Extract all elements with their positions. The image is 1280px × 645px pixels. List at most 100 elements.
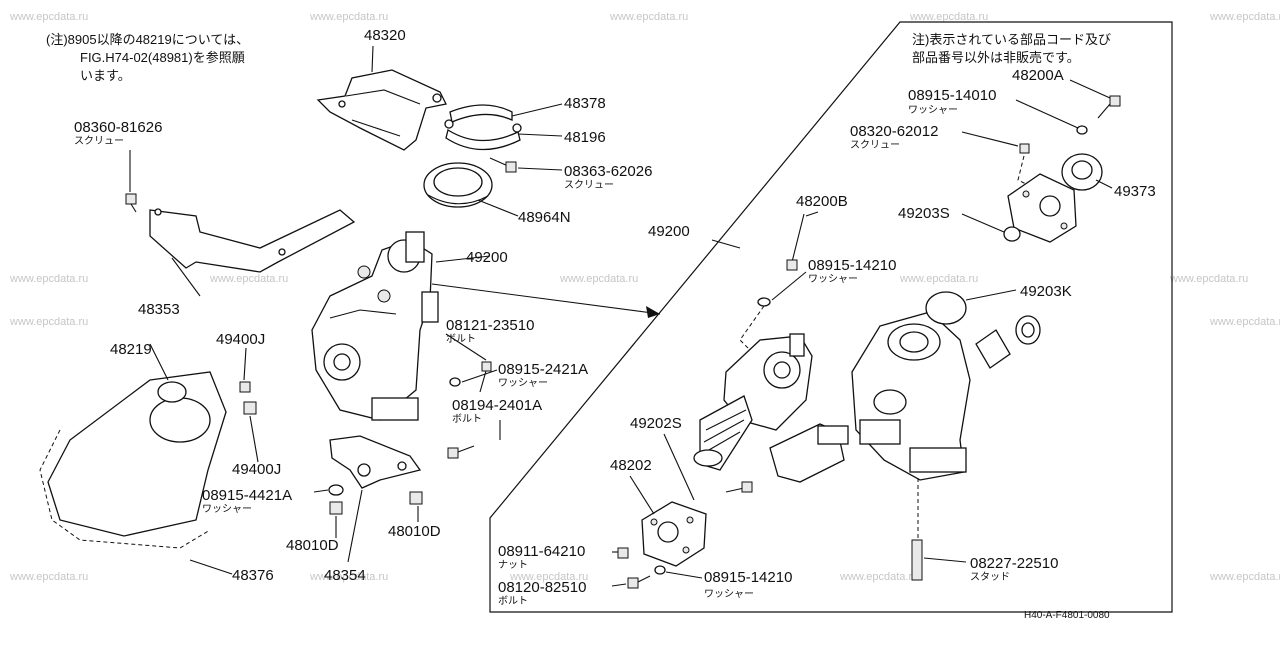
leader-49200-left — [435, 255, 491, 263]
watermark: www.epcdata.ru — [309, 571, 388, 583]
nut-48010D-left — [329, 501, 343, 515]
watermark: www.epcdata.ru — [839, 571, 918, 583]
cover-plate — [1007, 173, 1077, 243]
label-48196: 48196 — [564, 129, 606, 146]
svg-text:FIG.H74-02(48981)を参照願: FIG.H74-02(48981)を参照願 — [80, 50, 245, 65]
leader-48320 — [371, 45, 374, 73]
leader-49203K — [965, 289, 1017, 301]
leader-48376 — [189, 559, 233, 575]
note-left: (注)8905以降の48219については、 FIG.H74-02(48981)を… — [46, 32, 249, 83]
bushing — [975, 329, 1011, 369]
label-08915-4421A-sub: ワッシャー — [202, 504, 252, 515]
label-08194-2401A: 08194-2401A — [452, 397, 542, 414]
label-08915-14210-top-sub: ワッシャー — [808, 274, 858, 285]
label-08911-64210: 08911-64210 — [498, 543, 585, 560]
leader-48200A — [1069, 79, 1111, 99]
leader-08320 — [961, 131, 1019, 147]
leader-08121 — [445, 333, 487, 361]
washer-08915-4421A — [328, 484, 344, 496]
watermark: www.epcdata.ru — [9, 11, 88, 23]
cap-49373 — [1061, 153, 1103, 191]
label-48354: 48354 — [324, 567, 366, 584]
cover-48202 — [641, 501, 707, 567]
nut-49400J — [239, 381, 257, 415]
watermark: www.epcdata.ru — [559, 273, 638, 285]
seal-ring-48964N — [423, 162, 493, 208]
label-49202S: 49202S — [630, 415, 682, 432]
svg-text:います。: います。 — [80, 68, 131, 83]
bracket-48354 — [329, 435, 422, 489]
watermark: www.epcdata.ru — [609, 11, 688, 23]
label-08915-14010: 08915-14010 — [908, 87, 996, 104]
leader-08120 — [611, 583, 627, 587]
screw-08360-81626 — [125, 193, 137, 213]
assembly-line — [1017, 155, 1031, 187]
leader-48964N — [477, 199, 519, 217]
leader-49203S — [961, 213, 1005, 233]
bolt-48200B — [786, 213, 805, 271]
exploded-view-arrow — [431, 283, 661, 315]
watermark: www.epcdata.ru — [899, 273, 978, 285]
watermark: www.epcdata.ru — [9, 571, 88, 583]
label-48964N: 48964N — [518, 209, 571, 226]
adjust-bolt-49202S — [725, 481, 753, 493]
watermark: www.epcdata.ru — [1209, 316, 1280, 328]
label-48219: 48219 — [110, 341, 152, 358]
figure-code: H40-A-F4801-0080 — [1024, 610, 1110, 621]
screw-08320-62012 — [1019, 143, 1030, 154]
label-49400J-top: 49400J — [216, 331, 265, 348]
label-49203S: 49203S — [898, 205, 950, 222]
label-48353: 48353 — [138, 301, 180, 318]
watermark: www.epcdata.ru — [1169, 273, 1248, 285]
label-08915-14210-bot-sub: ワッシャー — [704, 589, 754, 600]
exploded-view-frame — [489, 21, 1173, 613]
label-48010D-right: 48010D — [388, 523, 441, 540]
leader-08363 — [517, 167, 563, 171]
bracket-48320 — [316, 69, 447, 151]
leader-08915-14010 — [1015, 99, 1079, 129]
label-08363-62026-sub: スクリュー — [564, 179, 614, 191]
leader-08915-4421A — [313, 489, 329, 493]
bolt-08120-82510 — [627, 575, 651, 589]
watermark: www.epcdata.ru — [909, 11, 988, 23]
label-08915-4421A: 08915-4421A — [202, 487, 292, 504]
leader-48353 — [171, 257, 201, 297]
label-08360-81626-sub: スクリュー — [74, 135, 124, 147]
leader-08227 — [923, 557, 967, 563]
label-08320-62012-sub: スクリュー — [850, 139, 900, 151]
label-49400J-bot: 49400J — [232, 461, 281, 478]
label-08320-62012: 08320-62012 — [850, 123, 938, 140]
leader-48202 — [629, 475, 655, 515]
label-48376: 48376 — [232, 567, 274, 584]
leader-49373 — [1095, 179, 1113, 189]
watermark-layer: www.epcdata.ru www.epcdata.ru www.epcdat… — [9, 11, 1280, 583]
label-08911-64210-sub: ナット — [498, 559, 528, 571]
label-49200-left: 49200 — [466, 249, 508, 266]
note-right: 注)表示されている部品コード及び 部品番号以外は非販売です。 — [912, 32, 1111, 65]
leader-08915-14210-bot — [665, 571, 703, 579]
washer-08915-14010 — [1076, 125, 1088, 135]
leader-49400J-top — [243, 347, 247, 381]
part-labels: 48320 48378 48196 08363-62026 スクリュー 4896… — [74, 27, 1156, 607]
label-48200A: 48200A — [1012, 67, 1064, 84]
bracket-48353 — [149, 208, 356, 273]
watermark: www.epcdata.ru — [1209, 571, 1280, 583]
leader-48219 — [149, 343, 169, 381]
label-08915-14210-bot: 08915-14210 — [704, 569, 792, 586]
washer-08915-14210-bot — [654, 565, 666, 575]
washer-08915-14210-top — [757, 297, 771, 307]
main-housing — [851, 311, 971, 481]
boot-48219 — [39, 371, 227, 549]
bolt-08194-2401A — [447, 445, 475, 459]
nut-08911-64210 — [617, 547, 629, 559]
label-48202: 48202 — [610, 457, 652, 474]
svg-text:(注)8905以降の48219については、: (注)8905以降の48219については、 — [46, 32, 249, 47]
worm-shaft — [693, 395, 753, 471]
label-08120-82510-sub: ボルト — [498, 595, 528, 607]
clamp-48378 — [444, 104, 522, 151]
label-08363-62026: 08363-62026 — [564, 163, 652, 180]
bolt-08121-23510 — [479, 361, 492, 393]
label-08120-82510: 08120-82510 — [498, 579, 586, 596]
